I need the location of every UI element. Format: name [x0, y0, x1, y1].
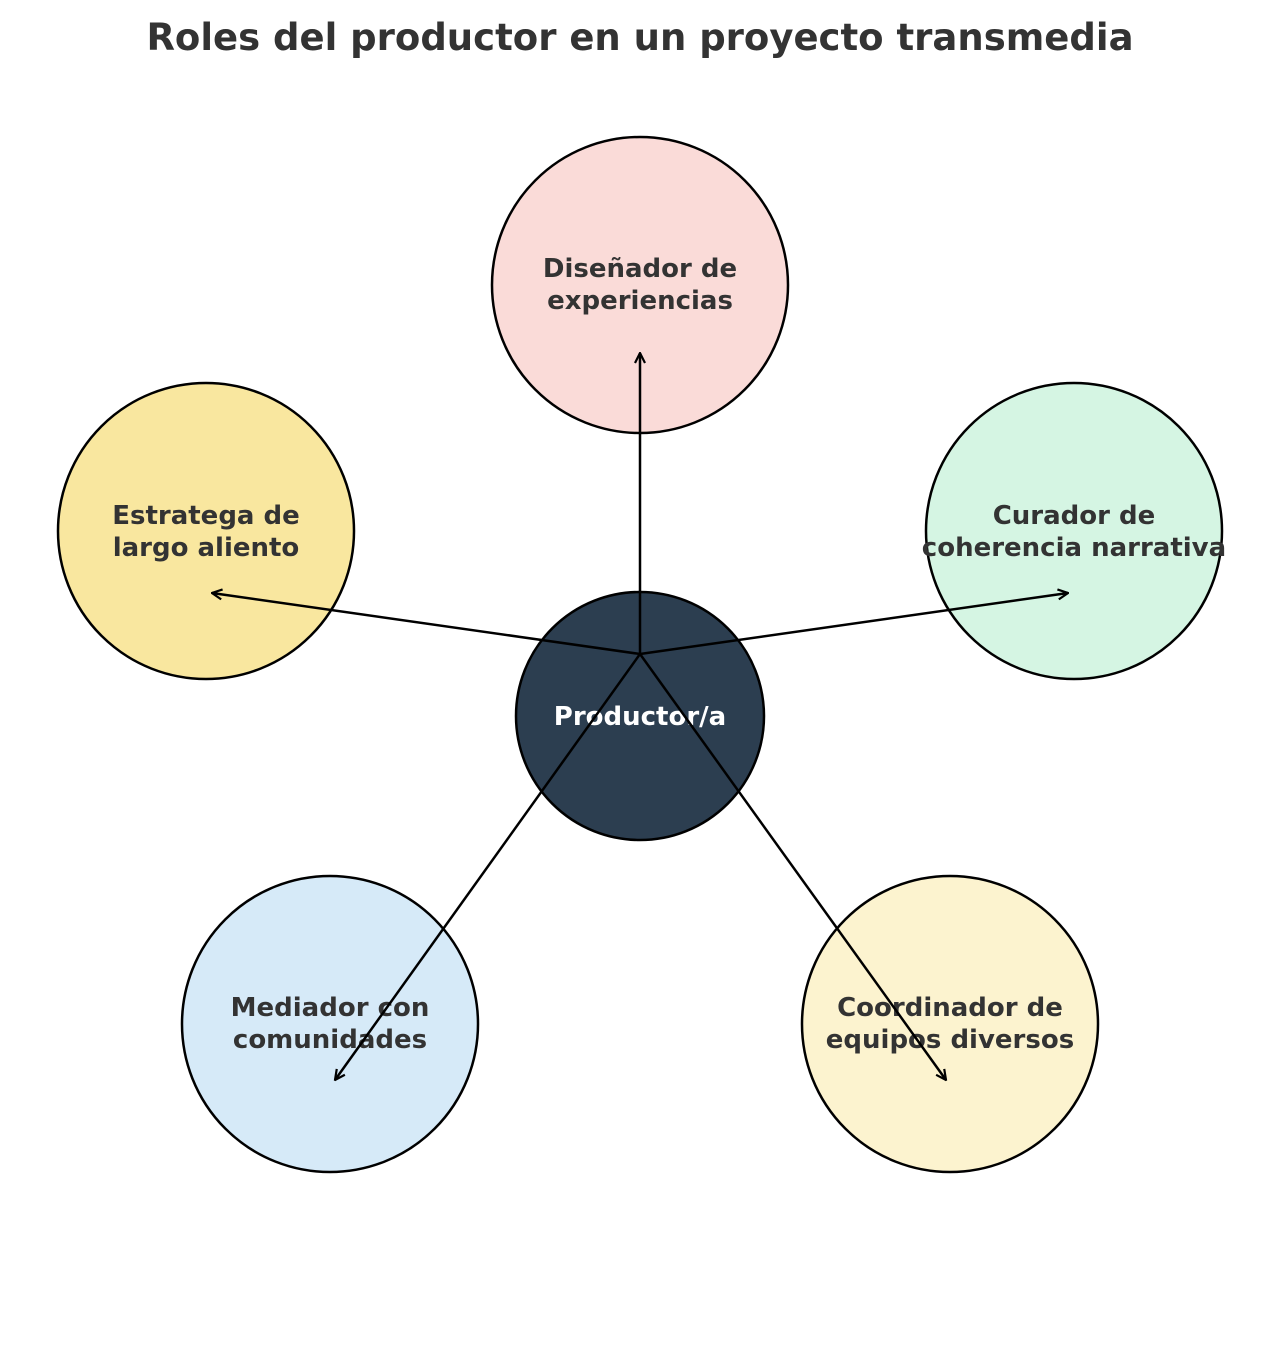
center-label: Productor/a	[554, 702, 726, 732]
role-label: Curador de	[993, 501, 1156, 531]
role-label: comunidades	[233, 1025, 427, 1055]
role-node-coordinador: Coordinador de equipos diversos	[800, 874, 1100, 1174]
arrow-to-curador	[639, 593, 1068, 656]
arrows	[212, 353, 1068, 1080]
role-label: Mediador con	[231, 993, 430, 1023]
role-label: largo aliento	[113, 533, 300, 563]
role-label: equipos diversos	[826, 1025, 1074, 1055]
center-node: Productor/a	[514, 590, 766, 842]
arrow-to-coordinador	[638, 653, 946, 1080]
role-label: experiencias	[547, 286, 733, 316]
role-label: coherencia narrativa	[922, 533, 1226, 563]
diagram-title: Roles del productor en un proyecto trans…	[146, 16, 1133, 59]
role-label: Coordinador de	[837, 993, 1063, 1023]
role-circle	[180, 874, 480, 1174]
role-node-estratega: Estratega de largo aliento	[56, 381, 356, 681]
role-node-curador: Curador de coherencia narrativa	[922, 381, 1226, 681]
role-label: Diseñador de	[543, 254, 737, 284]
role-node-disenador: Diseñador de experiencias	[490, 135, 790, 435]
role-circle	[924, 381, 1224, 681]
arrow-to-estratega	[212, 593, 641, 656]
role-circle	[800, 874, 1100, 1174]
role-node-mediador: Mediador con comunidades	[180, 874, 480, 1174]
role-label: Estratega de	[112, 501, 300, 531]
arrow-to-mediador	[335, 653, 642, 1080]
role-circle	[56, 381, 356, 681]
